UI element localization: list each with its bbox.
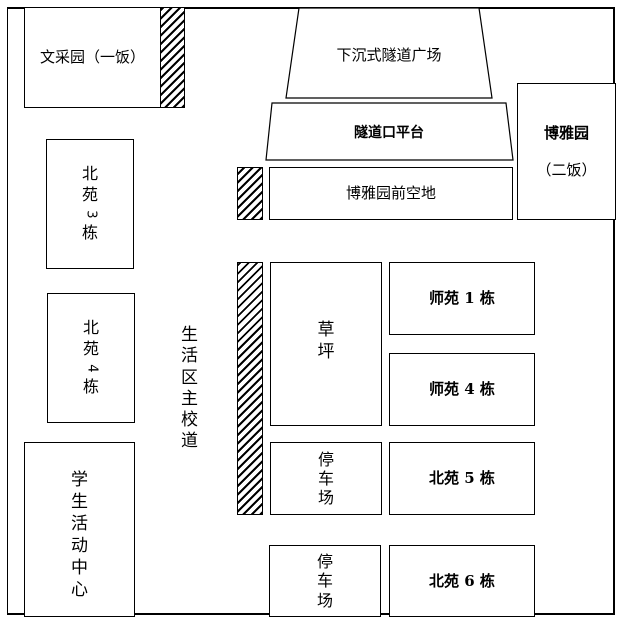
label-lawn: 草 坪 <box>317 320 335 363</box>
hatched-strip-front <box>237 167 263 220</box>
area-parking-1[interactable]: 停 车 场 <box>270 442 382 515</box>
sunken-plaza-shape <box>285 7 493 99</box>
label-boyayuan-front: 博雅园前空地 <box>345 184 436 203</box>
area-parking-2[interactable]: 停 车 场 <box>269 545 381 617</box>
building-beiyuan-4[interactable]: 北 苑 4 栋 <box>47 293 135 423</box>
building-shiyuan-1[interactable]: 师苑 1 栋 <box>389 262 535 335</box>
building-boyayuan[interactable]: 博雅园 （二饭） <box>517 83 616 220</box>
label-shiyuan-4: 师苑 4 栋 <box>429 380 495 399</box>
label-parking-1: 停 车 场 <box>317 449 334 508</box>
area-lawn[interactable]: 草 坪 <box>270 262 382 426</box>
label-beiyuan-3: 北 苑 3 栋 <box>81 164 99 242</box>
label-shiyuan-1: 师苑 1 栋 <box>429 289 495 308</box>
label-beiyuan-6: 北苑 6 栋 <box>429 571 495 590</box>
tunnel-platform-shape <box>265 102 514 161</box>
label-sunken-plaza: 下沉式隧道广场 <box>336 46 442 64</box>
building-student-center[interactable]: 学 生 活 动 中 心 <box>24 442 135 617</box>
label-wencaiyuan: 文采园（一饭） <box>39 48 145 67</box>
hatched-strip-top <box>160 7 185 108</box>
label-boyayuan: 博雅园 <box>543 123 589 142</box>
hatched-strip-long <box>237 262 263 515</box>
label-main-road: 生 活 区 主 校 道 <box>181 325 198 452</box>
building-beiyuan-6[interactable]: 北苑 6 栋 <box>389 545 535 617</box>
building-beiyuan-5[interactable]: 北苑 5 栋 <box>389 442 535 515</box>
area-boyayuan-front[interactable]: 博雅园前空地 <box>269 167 513 220</box>
label-beiyuan-4: 北 苑 4 栋 <box>82 318 100 396</box>
label-parking-2: 停 车 场 <box>316 552 333 610</box>
building-shiyuan-4[interactable]: 师苑 4 栋 <box>389 353 535 426</box>
label-beiyuan-5: 北苑 5 栋 <box>429 469 495 488</box>
label-tunnel-platform: 隧道口平台 <box>354 125 424 141</box>
label-second-canteen: （二饭） <box>536 160 597 179</box>
building-beiyuan-3[interactable]: 北 苑 3 栋 <box>46 139 134 269</box>
building-wencaiyuan[interactable]: 文采园（一饭） <box>24 7 161 108</box>
label-student-center: 学 生 活 动 中 心 <box>71 470 88 601</box>
